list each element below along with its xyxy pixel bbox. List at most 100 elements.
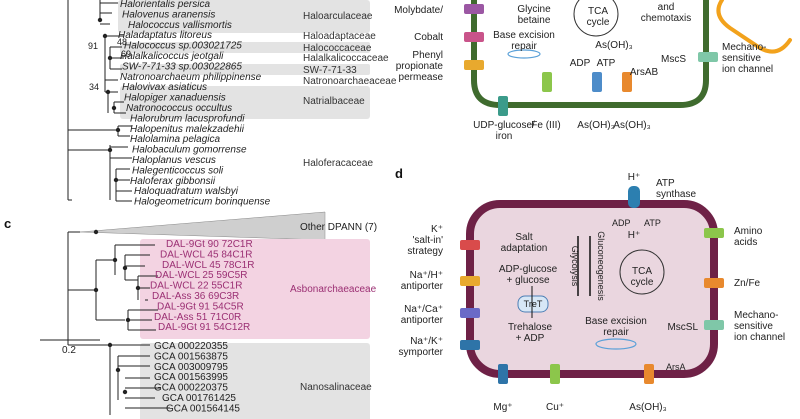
label-mscs: MscS — [661, 54, 686, 65]
taxon-label: DAL-Ass 51 71C0R — [154, 312, 241, 323]
taxon-label: Halalkalicoccus jeotgali — [120, 51, 224, 62]
family-label: Halalkalicoccaceae — [303, 53, 389, 64]
transporter-nak — [460, 340, 480, 350]
taxon-label: Haladaptatus litoreus — [118, 30, 212, 41]
taxon-label: DAL-9Gt 90 72C1R — [166, 239, 253, 250]
label-gluconeogenesis: Gluconeogenesis — [596, 231, 606, 301]
label-fe3: Fe (III) — [531, 120, 560, 131]
tca-cycle-bottom — [619, 249, 665, 295]
atp-synthase-icon — [628, 186, 640, 208]
transporter-udp — [498, 96, 508, 116]
taxon-label: Halogeometricum borinquense — [134, 197, 271, 208]
transporter-phenyl — [464, 60, 484, 70]
bootstrap-value: 69 — [121, 49, 131, 59]
label-molybdate: Molybdate/ — [394, 5, 443, 16]
family-box-natrialbaceae — [120, 86, 370, 119]
dna-repair-icon-bottom — [595, 338, 637, 350]
taxon-label: Halorientalis persica — [120, 0, 210, 10]
nano-highlight — [140, 343, 370, 419]
cell-bottom-membrane — [466, 200, 718, 378]
collapsed-clade — [79, 211, 326, 241]
transporter-mscsl — [704, 320, 724, 330]
tree-top — [67, 0, 370, 202]
family-label: Haloadaptaceae — [303, 31, 376, 42]
bootstrap-value: 34 — [89, 82, 99, 92]
taxon-label: SW-7-71-33 sp.003022865 — [122, 61, 242, 72]
taxon-label: GCA 003009795 — [154, 362, 228, 373]
taxon-label: GCA 001563875 — [154, 351, 228, 362]
panel-label-c: c — [4, 216, 11, 231]
label-trehalose: Trehalose+ ADP — [508, 322, 553, 344]
tret-box — [517, 295, 549, 313]
label-atp-synth: ATP — [644, 218, 661, 228]
label-nah: Na⁺/H⁺antiporter — [401, 270, 444, 292]
transporter-k — [460, 240, 480, 250]
family-label: Natrialbaceae — [303, 96, 365, 107]
taxon-label: Halorubrum lacusprofundi — [130, 113, 245, 124]
label-tret: TreT — [524, 299, 543, 309]
cell-top-membrane — [471, 0, 709, 108]
label-adp-glucose: ADP-glucose+ glucose — [499, 264, 558, 286]
transporter-fe — [542, 72, 552, 92]
tca-cycle-top — [573, 0, 619, 37]
transporter-mg — [498, 364, 508, 384]
panel-label-d: d — [395, 166, 403, 181]
asbon-highlight — [140, 239, 370, 339]
label-h-top: H⁺ — [628, 172, 641, 183]
family-box-haloarculaceae — [118, 0, 370, 33]
label-mscsl: MscSL — [667, 322, 698, 333]
transporter-naca — [460, 308, 480, 318]
dna-repair-icon-top — [507, 49, 541, 59]
taxon-label: DAL-WCL 45 78C1R — [162, 260, 254, 271]
taxon-label: Halovivax asiaticus — [122, 82, 207, 93]
family-label: Halococcaceae — [303, 43, 372, 54]
taxon-label: GCA 000220355 — [154, 341, 228, 352]
taxon-label: GCA 001761425 — [162, 393, 236, 404]
transporter-as1 — [592, 72, 602, 92]
taxon-label: GCA 001563995 — [154, 372, 228, 383]
collapsed-clade-label: Other DPANN (7) — [300, 222, 377, 233]
label-arsa: ArsA — [666, 362, 686, 372]
family-box-halococcaceae — [120, 42, 370, 53]
family-label: SW-7-71-33 — [303, 65, 357, 76]
taxon-label: Haloplanus vescus — [132, 155, 216, 166]
taxon-label: DAL-WCL 25 59C5R — [155, 270, 247, 281]
transporter-cobalt — [464, 32, 484, 42]
label-asoh-inner: As(OH)₃ — [595, 40, 632, 51]
bootstrap-value: 48 — [117, 37, 127, 47]
label-nak: Na⁺/K⁺symporter — [399, 336, 444, 358]
label-adp-top: ADP — [570, 58, 591, 69]
taxon-label: Halobaculum gomorrense — [132, 145, 247, 156]
tree-bottom: c Other DPANN (7) 0.2 — [4, 211, 377, 419]
taxon-label: Haloferax gibbonsii — [130, 176, 216, 187]
taxon-label: GCA 000220375 — [154, 383, 228, 394]
taxon-label: Haloquadratum walsbyi — [134, 186, 239, 197]
flagellum-icon — [716, 0, 792, 54]
family-box-sw — [120, 64, 370, 75]
scale-bar-label: 0.2 — [62, 345, 76, 356]
taxon-label: DAL-Ass 36 69C3R — [152, 291, 239, 302]
bootstrap-value: 91 — [88, 41, 98, 51]
family-label-asbon: Asbonarchaeaceae — [290, 284, 377, 295]
label-udp-glucose: UDP-glucose/iron — [473, 120, 535, 142]
transporter-nah — [460, 276, 480, 286]
transporter-mscs — [698, 52, 718, 62]
label-arsab: ArsAB — [630, 67, 659, 78]
label-cobalt: Cobalt — [414, 32, 443, 43]
label-glycolysis: Glycolysis — [570, 246, 580, 287]
family-label-nano: Nanosalinaceae — [300, 382, 372, 393]
taxon-label: Halococcus vallismortis — [128, 20, 232, 31]
taxon-label: GCA 001564145 — [166, 403, 240, 414]
transporter-molybdate — [464, 4, 484, 14]
transporter-arsab — [622, 72, 632, 92]
taxon-label: Natronococcus occultus — [126, 103, 232, 114]
taxon-label: Halococcus sp.003021725 — [124, 41, 242, 52]
